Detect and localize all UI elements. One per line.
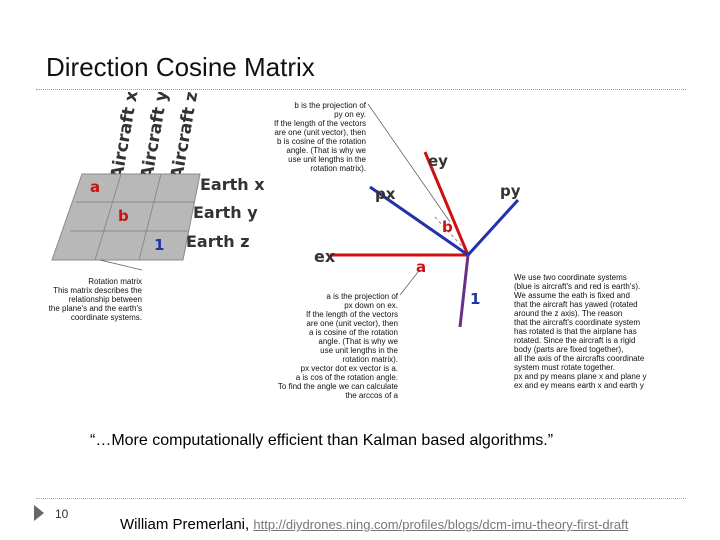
svg-text:px vector dot ex vector is a.: px vector dot ex vector is a.	[301, 364, 398, 373]
row-label-earth-x: Earth x	[200, 175, 265, 194]
row-label-earth-z: Earth z	[186, 232, 250, 251]
note-b: b is the projection of py on ey. If the …	[274, 101, 367, 173]
note-a-pointer	[399, 271, 419, 296]
matrix-cell-b: b	[118, 207, 129, 225]
dcm-diagram: Aircraft x Aircraft y Aircraft z a b 1 E…	[49, 92, 647, 400]
svg-text:(blue is aircraft's and red is: (blue is aircraft's and red is earth's).	[514, 282, 640, 291]
matrix-caption: Rotation matrix This matrix describes th…	[49, 277, 143, 322]
label-a: a	[416, 258, 426, 276]
svg-text:py on ey.: py on ey.	[334, 110, 366, 119]
svg-text:This matrix describes the: This matrix describes the	[53, 286, 142, 295]
svg-text:To find the angle we can calcu: To find the angle we can calculate	[278, 382, 399, 391]
svg-text:a is cosine of the rotation: a is cosine of the rotation	[309, 328, 398, 337]
label-1: 1	[470, 290, 480, 308]
svg-text:use unit lengths in the: use unit lengths in the	[320, 346, 398, 355]
svg-text:rotation matrix).: rotation matrix).	[310, 164, 366, 173]
quote-text: “…More computationally efficient than Ka…	[90, 432, 554, 449]
svg-text:b is the projection of: b is the projection of	[294, 101, 366, 110]
footer-credit: William Premerlani, http://diydrones.nin…	[120, 516, 628, 533]
svg-text:coordinate systems.: coordinate systems.	[71, 313, 142, 322]
svg-text:We use two coordinate systems: We use two coordinate systems	[514, 273, 627, 282]
svg-text:a is cos of the rotation angle: a is cos of the rotation angle.	[296, 373, 398, 382]
caption-pointer	[99, 259, 143, 271]
svg-text:If the length of the vectors: If the length of the vectors	[306, 310, 398, 319]
svg-text:We assume the eath is fixed an: We assume the eath is fixed and	[514, 291, 630, 300]
svg-text:are one (unit vector), then: are one (unit vector), then	[274, 128, 366, 137]
svg-text:relationship between: relationship between	[69, 295, 142, 304]
svg-text:ex and ey means earth x and ea: ex and ey means earth x and earth y	[514, 381, 644, 390]
svg-text:that the aircraft's coordinate: that the aircraft's coordinate system	[514, 318, 640, 327]
svg-text:has rotated is that the airpla: has rotated is that the airplane has	[514, 327, 637, 336]
svg-text:b is cosine of the rotation: b is cosine of the rotation	[277, 137, 366, 146]
matrix-grid	[51, 173, 201, 261]
z-axis	[458, 254, 470, 328]
label-py: py	[500, 182, 521, 200]
author-name: William Premerlani,	[120, 516, 250, 533]
svg-text:rotated. Since the aircraft is: rotated. Since the aircraft is a rigid	[514, 336, 635, 345]
svg-text:px and py means plane x and pl: px and py means plane x and plane y	[514, 372, 647, 381]
slide-title: Direction Cosine Matrix	[46, 52, 315, 82]
note-right: We use two coordinate systems (blue is a…	[514, 273, 647, 390]
label-ey: ey	[428, 152, 448, 170]
svg-text:angle. (That is why we: angle. (That is why we	[286, 146, 366, 155]
py-axis	[466, 198, 520, 257]
col-label-aircraft-y: Aircraft y	[137, 92, 172, 181]
source-link[interactable]: http://diydrones.ning.com/profiles/blogs…	[253, 517, 629, 532]
svg-text:a is the projection of: a is the projection of	[326, 292, 398, 301]
col-label-aircraft-z: Aircraft z	[167, 92, 202, 181]
label-ex: ex	[314, 247, 336, 266]
matrix-cell-1: 1	[154, 236, 164, 254]
svg-text:around the z axis). The reason: around the z axis). The reason	[514, 309, 622, 318]
svg-text:that the aircraft has yawed (r: that the aircraft has yawed (rotated	[514, 300, 638, 309]
row-label-earth-y: Earth y	[193, 203, 258, 222]
matrix-cell-a: a	[90, 178, 100, 196]
px-axis	[369, 185, 469, 257]
note-a: a is the projection of px down on ex. If…	[278, 292, 399, 400]
svg-text:system must rotate together.: system must rotate together.	[514, 363, 615, 372]
slide-marker-icon	[34, 505, 44, 521]
svg-text:body (parts are fixed together: body (parts are fixed together),	[514, 345, 623, 354]
svg-text:all the axis of the aircrafts: all the axis of the aircrafts coordinate	[514, 354, 645, 363]
label-px: px	[375, 185, 396, 203]
svg-text:rotation matrix).: rotation matrix).	[342, 355, 398, 364]
svg-text:are one (unit vector), then: are one (unit vector), then	[306, 319, 398, 328]
svg-text:use unit lengths in the: use unit lengths in the	[288, 155, 366, 164]
svg-text:px down on ex.: px down on ex.	[344, 301, 398, 310]
note-b-pointer	[367, 103, 451, 223]
svg-text:the arccos of a: the arccos of a	[346, 391, 399, 400]
col-label-aircraft-x: Aircraft x	[107, 92, 142, 181]
ey-axis	[423, 151, 470, 256]
title-divider	[36, 89, 686, 90]
label-b: b	[442, 218, 453, 236]
footer-divider	[36, 498, 686, 499]
svg-text:Rotation matrix: Rotation matrix	[88, 277, 142, 286]
svg-text:angle. (That is why we: angle. (That is why we	[318, 337, 398, 346]
svg-text:If the length of the vectors: If the length of the vectors	[274, 119, 366, 128]
page-number: 10	[55, 507, 69, 521]
svg-text:the plane's and the earth's: the plane's and the earth's	[49, 304, 142, 313]
